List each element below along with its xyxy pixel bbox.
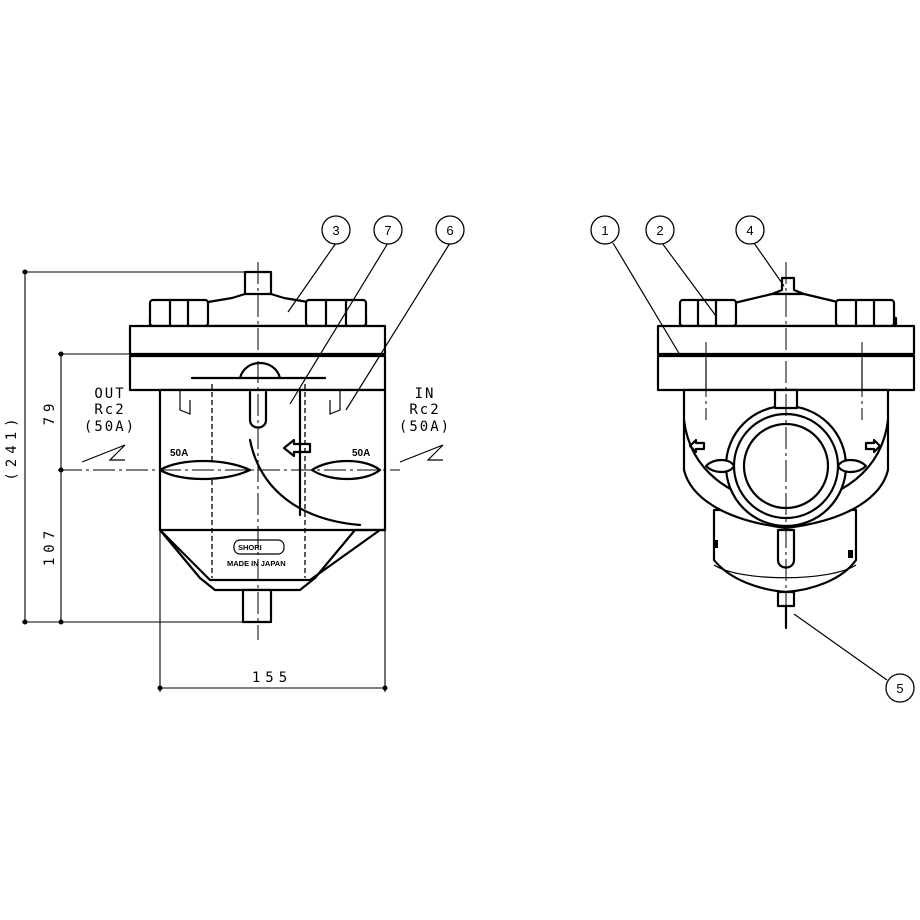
- svg-text:Rc2: Rc2: [94, 402, 125, 418]
- balloon-5: 5: [885, 673, 915, 703]
- svg-text:2: 2: [656, 223, 663, 238]
- cover-bolts-left: [148, 298, 368, 328]
- logo-text: SHORI: [238, 543, 262, 552]
- side-view: [656, 262, 916, 630]
- svg-text:6: 6: [446, 223, 453, 238]
- vent-plug: [770, 276, 806, 296]
- outlet-port-label: OUT Rc2 (50A): [81, 386, 136, 463]
- svg-text:1: 1: [601, 223, 608, 238]
- flow-arrow-left-icon: [688, 438, 706, 454]
- origin-text: MADE IN JAPAN: [227, 559, 286, 568]
- flow-arrow-icon: [282, 438, 312, 458]
- svg-text:3: 3: [332, 223, 339, 238]
- svg-text:(50A): (50A): [399, 419, 451, 435]
- balloon-3: 3: [321, 215, 351, 245]
- inlet-port-label: IN Rc2 (50A): [399, 386, 451, 463]
- balloon-7: 7: [373, 215, 403, 245]
- lower-height-dim: 107: [42, 526, 58, 566]
- logo-frame: [233, 539, 285, 555]
- flow-arrow-right-icon: [864, 438, 882, 454]
- overall-height-dim: (241): [4, 413, 20, 480]
- drain-plug: [241, 588, 273, 624]
- balloon-2: 2: [645, 215, 675, 245]
- outlet-size-mark: 50A: [170, 448, 188, 459]
- dimension-lines: [22, 269, 388, 692]
- front-view: 50A 50A SHORI MADE IN JAPAN: [60, 262, 400, 640]
- outlet-arrow-icon: [81, 444, 126, 463]
- svg-text:5: 5: [896, 681, 903, 696]
- svg-text:4: 4: [746, 223, 753, 238]
- svg-text:Rc2: Rc2: [409, 402, 440, 418]
- leader-lines: [287, 242, 888, 681]
- inlet-size-mark: 50A: [352, 448, 370, 459]
- inlet-arrow-icon: [399, 444, 444, 463]
- width-dim: 155: [252, 670, 292, 686]
- svg-text:(50A): (50A): [84, 419, 136, 435]
- svg-text:7: 7: [384, 223, 391, 238]
- upper-height-dim: 79: [42, 399, 58, 426]
- balloon-4: 4: [735, 215, 765, 245]
- balloon-6: 6: [435, 215, 465, 245]
- svg-text:IN: IN: [415, 386, 436, 402]
- body: [158, 388, 387, 592]
- balloon-1: 1: [590, 215, 620, 245]
- svg-text:OUT: OUT: [94, 386, 125, 402]
